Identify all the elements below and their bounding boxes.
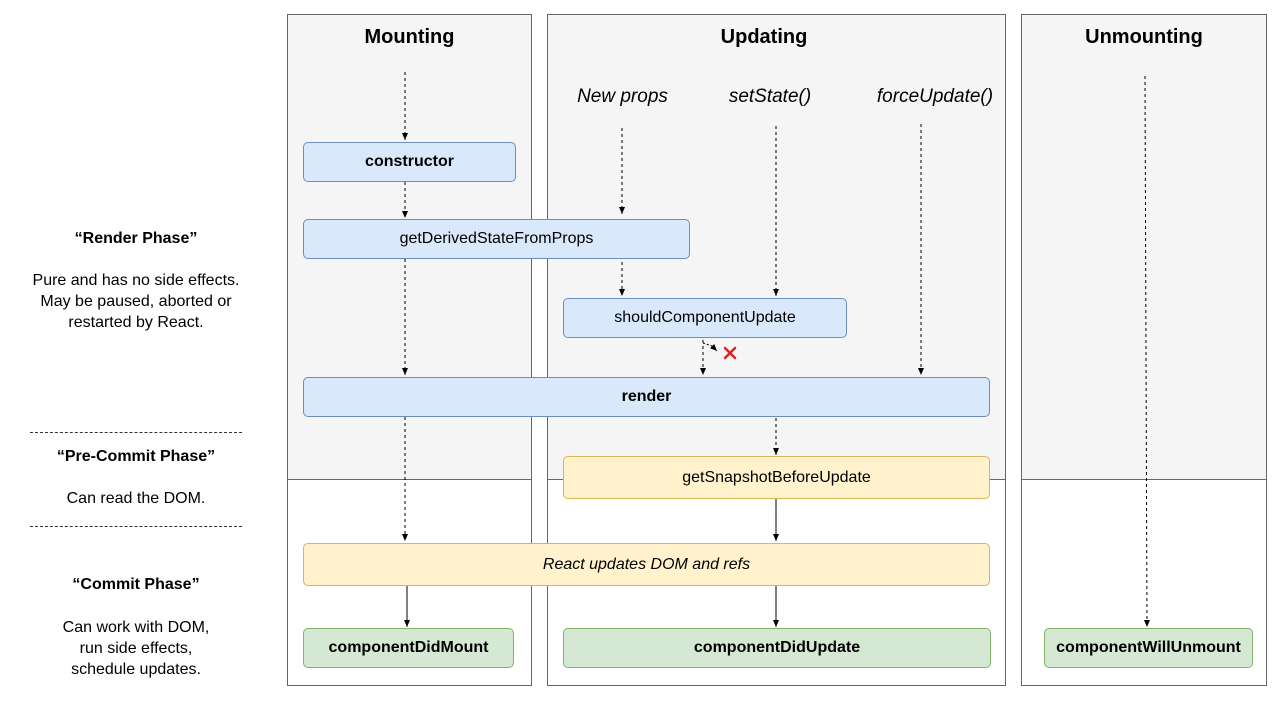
render-phase-line-1: Pure and has no side effects. (32, 272, 240, 289)
arrow-should-update-cancel (702, 342, 718, 352)
unmounting-title: Unmounting (1085, 26, 1203, 48)
commit-phase-line-1: Can work with DOM, (62, 619, 210, 636)
constructor-box: constructor (303, 142, 516, 182)
trigger-set-state: setState() (728, 86, 812, 107)
unmounting-column-render-area (1021, 14, 1267, 480)
render-phase-line-2: May be paused, aborted or (40, 293, 232, 310)
phase-divider-1 (30, 432, 242, 433)
pre-commit-phase-description: Can read the DOM. (0, 488, 272, 509)
x-mark-icon (723, 346, 737, 360)
render-phase-line-3: restarted by React. (68, 314, 204, 331)
updating-title: Updating (720, 26, 808, 48)
trigger-new-props: New props (577, 86, 668, 107)
react-updates-dom-box: React updates DOM and refs (303, 543, 990, 586)
component-did-mount-box: componentDidMount (303, 628, 514, 668)
render-phase-description: Pure and has no side effects. May be pau… (0, 270, 272, 333)
pre-commit-phase-line-1: Can read the DOM. (66, 490, 206, 507)
should-component-update-box: shouldComponentUpdate (563, 298, 847, 338)
commit-phase-description: Can work with DOM, run side effects, sch… (0, 617, 272, 680)
arrow-unmount-start-to-will-unmount (1143, 75, 1150, 628)
phase-divider-2 (30, 526, 242, 527)
get-snapshot-before-update-box: getSnapshotBeforeUpdate (563, 456, 990, 499)
commit-phase-line-2: run side effects, (79, 640, 193, 657)
commit-phase-line-3: schedule updates. (71, 661, 201, 678)
render-box: render (303, 377, 990, 417)
render-phase-title: “Render Phase” (74, 230, 198, 247)
get-derived-state-from-props-box: getDerivedStateFromProps (303, 219, 690, 259)
component-did-update-box: componentDidUpdate (563, 628, 991, 668)
commit-phase-title: “Commit Phase” (72, 576, 200, 593)
component-will-unmount-box: componentWillUnmount (1044, 628, 1253, 668)
trigger-force-update: forceUpdate() (876, 86, 994, 107)
pre-commit-phase-title: “Pre-Commit Phase” (56, 448, 216, 465)
mounting-title: Mounting (364, 26, 455, 48)
